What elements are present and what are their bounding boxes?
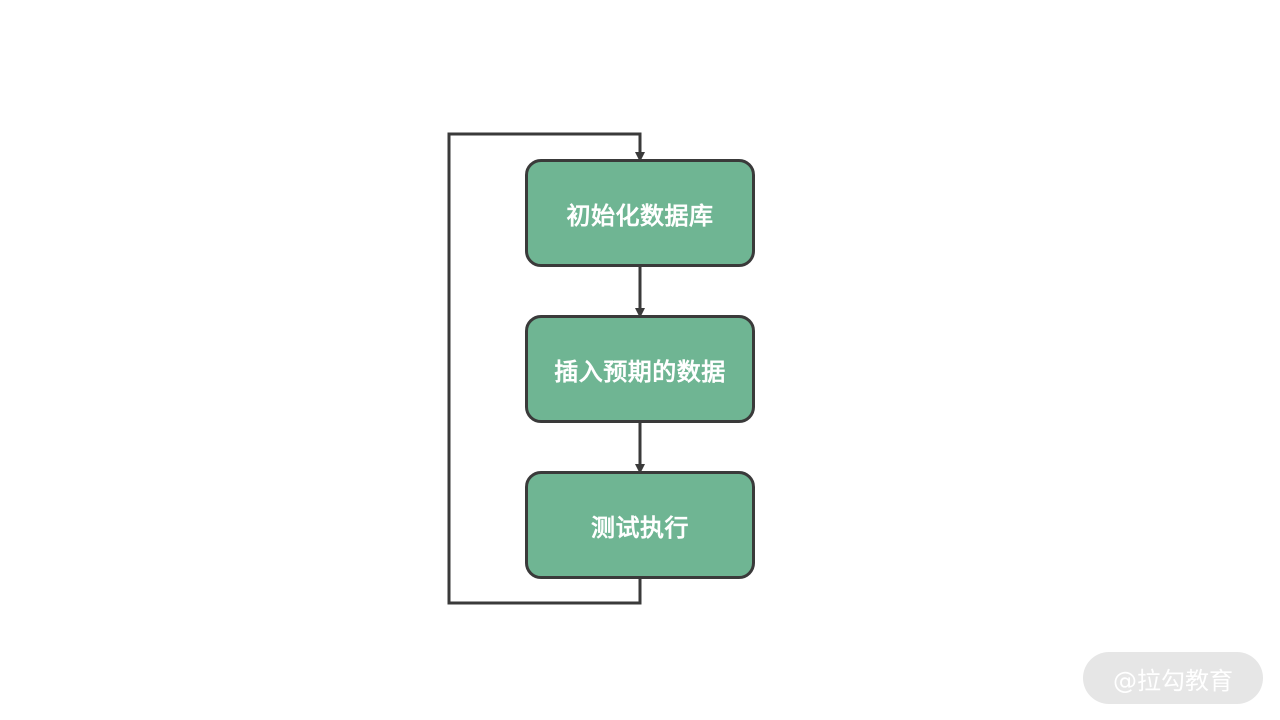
node-label: 插入预期的数据 — [554, 357, 726, 386]
node-label: 初始化数据库 — [566, 201, 714, 230]
watermark-text: @拉勾教育 — [1113, 666, 1233, 695]
node-test-execution: 测试执行 — [525, 471, 755, 579]
loop-back-arrow — [447, 132, 645, 605]
node-insert-expected-data: 插入预期的数据 — [525, 315, 755, 423]
node-init-database: 初始化数据库 — [525, 159, 755, 267]
node-label: 测试执行 — [591, 513, 689, 542]
watermark-badge: @拉勾教育 — [1083, 652, 1263, 704]
